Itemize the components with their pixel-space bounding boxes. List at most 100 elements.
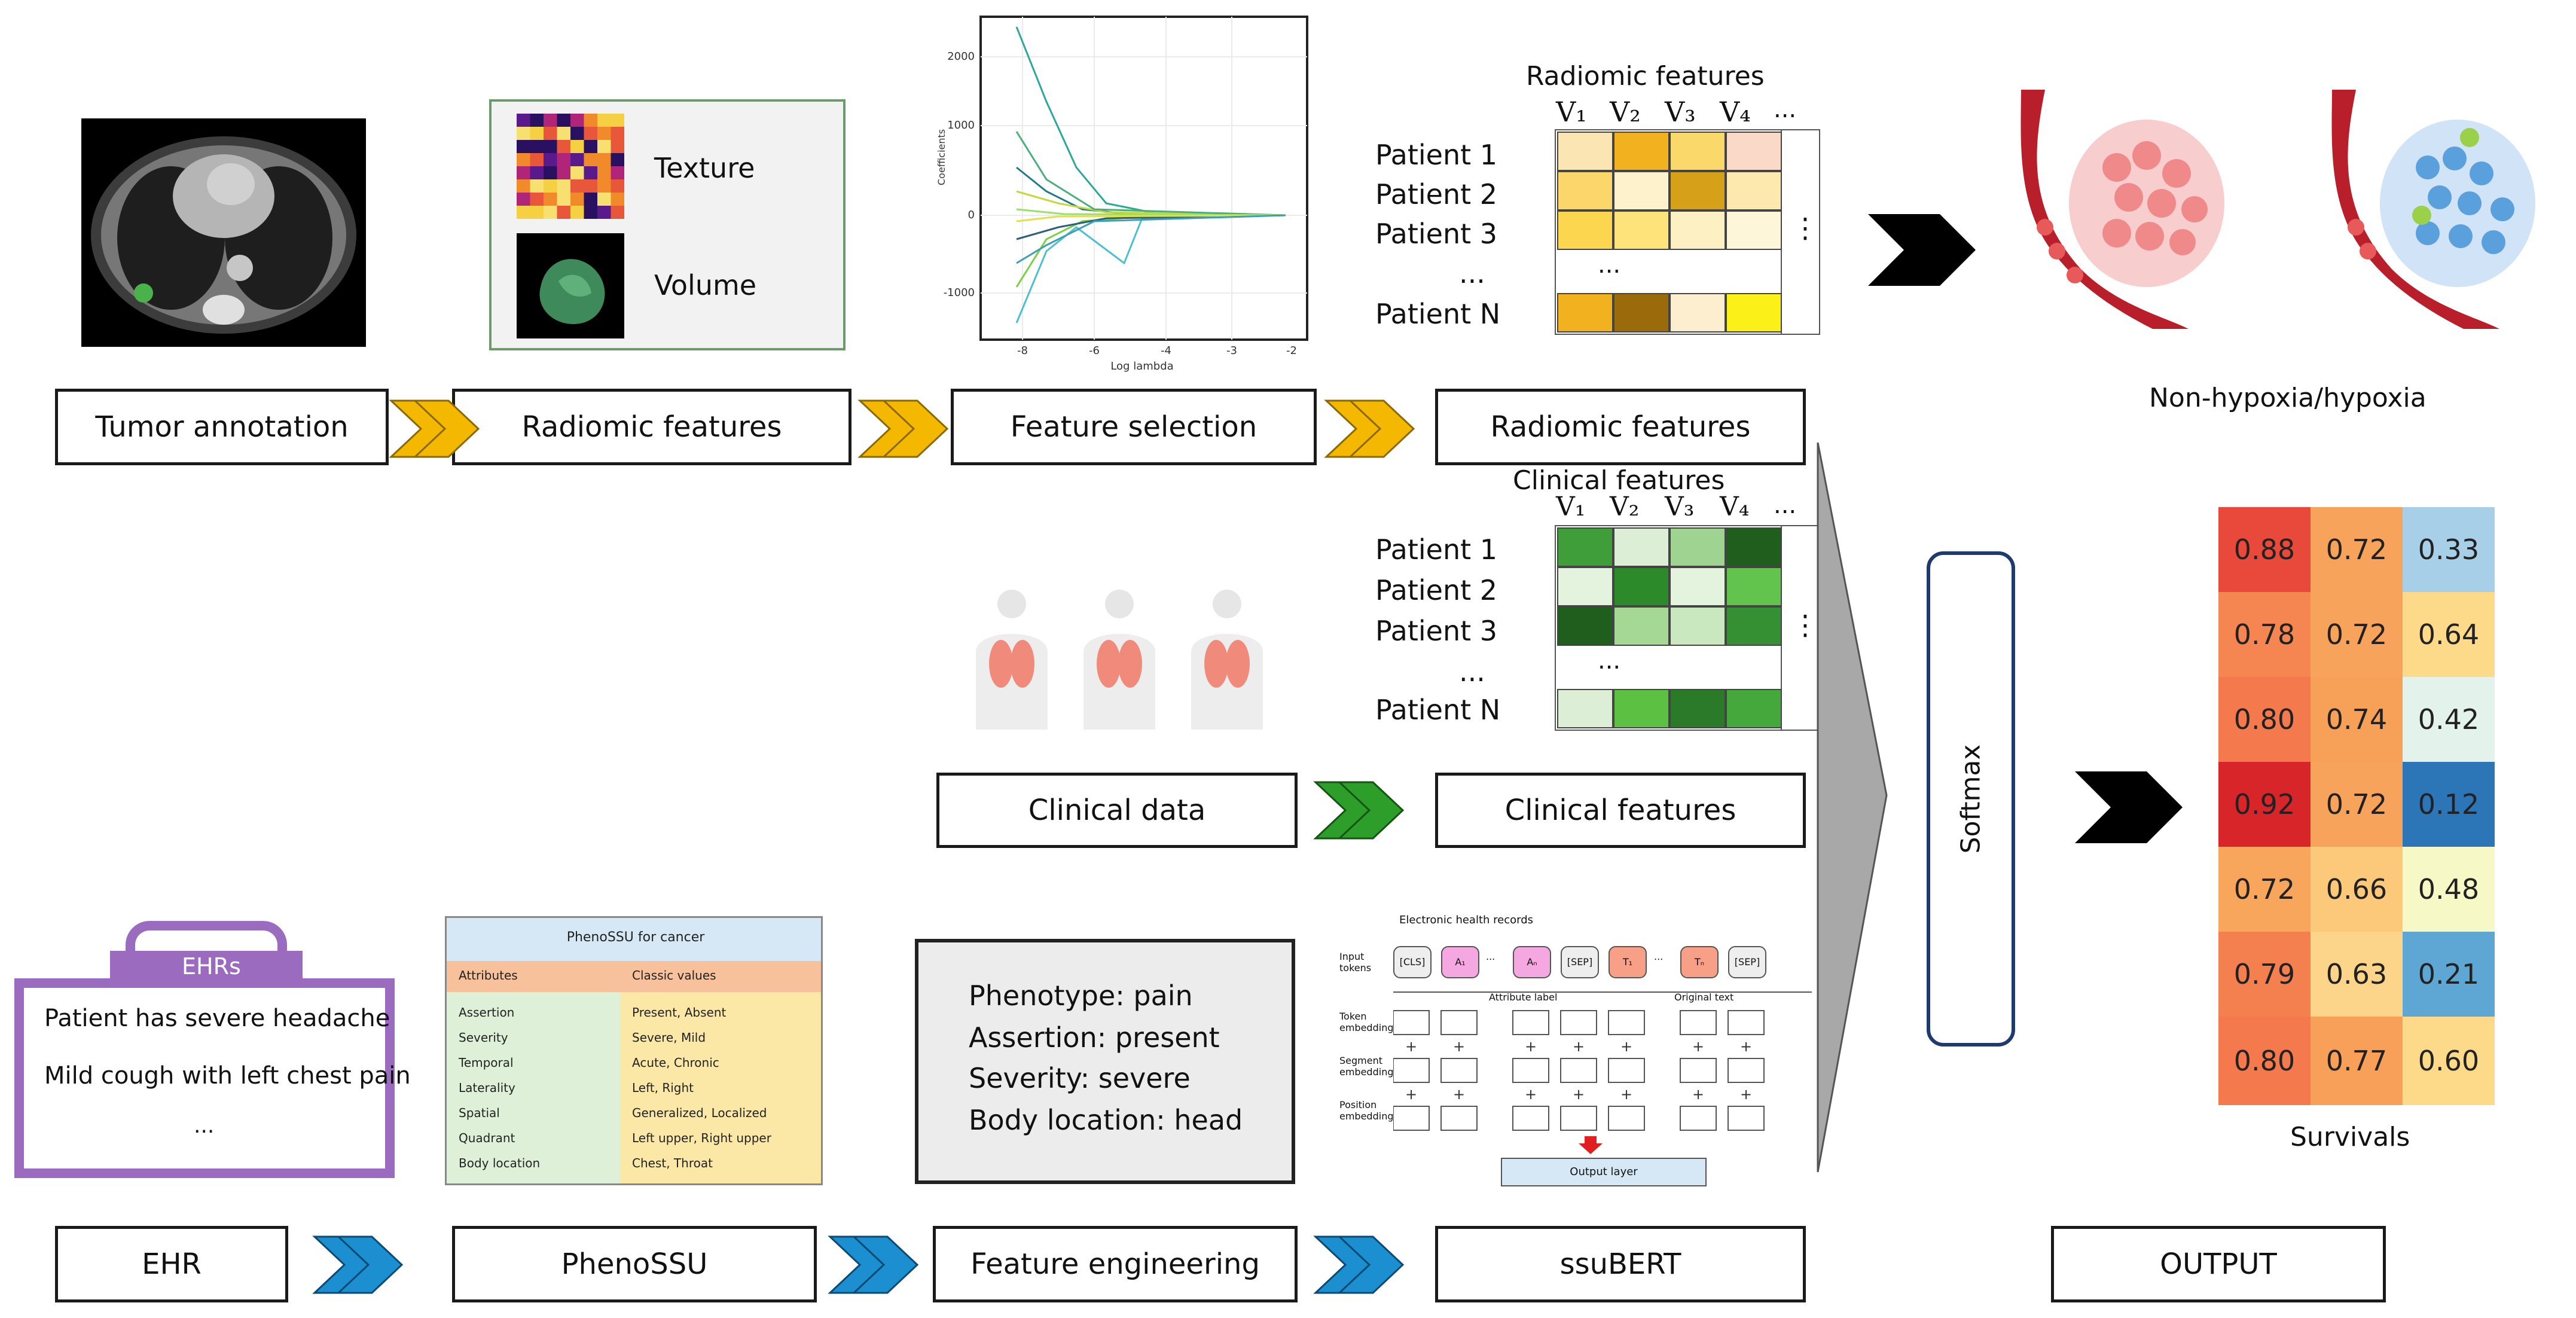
volume-render-image (517, 233, 624, 338)
phenossu-value: Acute, Chronic (632, 1055, 719, 1070)
svg-text:+: + (1620, 1038, 1632, 1055)
hypoxia-label: Non-hypoxia/hypoxia (2149, 383, 2427, 413)
texture-tile (544, 179, 557, 193)
heatmap-cell: 0.72 (2311, 507, 2403, 592)
clinical-hdots: ... (1598, 647, 1621, 675)
black-arrow-bottom (2075, 771, 2183, 843)
phenossu-attr: Body location (459, 1156, 541, 1170)
phenotype-feature-box: Phenotype: pain Assertion: present Sever… (915, 939, 1295, 1184)
heatmap-cell: 0.72 (2311, 592, 2403, 677)
matrix-cell (1726, 527, 1782, 567)
phenossu-value: Present, Absent (632, 1005, 727, 1020)
clinical-col-v2: V₂ (1610, 492, 1640, 522)
svg-text:+: + (1692, 1038, 1704, 1055)
bert-token: Tₙ (1680, 946, 1719, 978)
texture-tile (584, 193, 597, 206)
matrix-cell (1669, 689, 1726, 728)
matrix-cell (1669, 132, 1726, 171)
bert-token: ... (1654, 951, 1664, 962)
svg-text:+: + (1573, 1038, 1585, 1055)
lasso-xtick: -3 (1226, 344, 1237, 357)
texture-tile (544, 166, 557, 179)
bert-position-emb-label: Position embeddings (1339, 1099, 1399, 1122)
heatmap-cell: 0.80 (2218, 677, 2311, 762)
texture-tile (570, 127, 584, 140)
phenossu-step: PhenoSSU (452, 1226, 817, 1302)
bert-attr-label: Attribute label (1489, 991, 1558, 1003)
bert-embedding-grid: +++++++ +++++++ (1393, 1010, 1765, 1131)
clinical-col-v4: V₄ (1720, 492, 1750, 522)
lasso-ytick: 0 (968, 209, 975, 221)
yellow-arrow (389, 399, 480, 458)
bert-title: Electronic health records (1399, 914, 1534, 926)
texture-tile (597, 166, 611, 179)
radiomic-matrix-header: V₁ V₂ V₃ V₄ ... (1551, 96, 1796, 132)
ehr-title: EHRs (182, 953, 241, 980)
assertion-line: Assertion: present (969, 1021, 1220, 1054)
feature-selection-step: Feature selection (951, 389, 1317, 465)
phenossu-attr: Temporal (459, 1055, 514, 1070)
phenossu-value: Left upper, Right upper (632, 1131, 771, 1145)
bert-orig-text: Original text (1674, 991, 1734, 1003)
matrix-cell (1557, 567, 1613, 606)
bert-token: [SEP] (1728, 946, 1766, 978)
texture-tile (597, 140, 611, 153)
heatmap-cell: 0.48 (2403, 847, 2495, 932)
matrix-cell (1726, 132, 1782, 171)
texture-tile (611, 127, 624, 140)
bert-token-emb-label: Token embeddings (1339, 1011, 1399, 1033)
clinical-col-v3: V₃ (1665, 492, 1695, 522)
bert-segment-emb-label: Segment embeddings (1339, 1055, 1399, 1078)
clinical-row-label: Patient N (1375, 694, 1501, 726)
texture-tile (584, 166, 597, 179)
phenossu-value: Chest, Throat (632, 1156, 713, 1170)
clinical-matrix-title: Clinical features (1513, 465, 1725, 496)
radiomic-col-v1: V₁ (1556, 96, 1587, 128)
phenossu-left-col (447, 992, 620, 1183)
texture-tile (530, 166, 544, 179)
radiomic-features-output-step: Radiomic features (1435, 389, 1806, 465)
texture-tile (611, 153, 624, 166)
green-arrow (1313, 781, 1405, 840)
texture-tile (584, 140, 597, 153)
texture-tile (530, 114, 544, 127)
lasso-xtick: -2 (1286, 344, 1297, 357)
phenotype-line: Phenotype: pain (969, 980, 1193, 1012)
bert-output-layer: Output layer (1501, 1158, 1707, 1186)
matrix-cell (1557, 132, 1613, 171)
texture-tile (557, 166, 570, 179)
texture-tile (611, 206, 624, 219)
texture-tile (544, 206, 557, 219)
bert-token: A₁ (1441, 946, 1479, 978)
svg-text:+: + (1453, 1086, 1465, 1103)
svg-text:+: + (1692, 1086, 1704, 1103)
clinical-data-step: Clinical data (936, 773, 1298, 848)
matrix-cell (1669, 527, 1726, 567)
radiomic-col-v4: V₄ (1720, 96, 1751, 128)
bert-token: [CLS] (1393, 946, 1432, 978)
matrix-cell (1557, 606, 1613, 646)
heatmap-cell: 0.60 (2403, 1017, 2495, 1105)
yellow-arrow (857, 399, 949, 458)
texture-tile (570, 206, 584, 219)
volume-label: Volume (654, 269, 757, 301)
matrix-cell (1557, 171, 1613, 210)
clinical-row-label: ... (1459, 655, 1485, 688)
matrix-cell (1726, 210, 1782, 250)
ehr-clip-bar (110, 951, 303, 981)
svg-text:+: + (1405, 1086, 1417, 1103)
texture-tile (584, 179, 597, 193)
phenossu-attr: Laterality (459, 1081, 515, 1095)
clinical-row-label: Patient 3 (1375, 615, 1498, 647)
matrix-cell (1669, 210, 1726, 250)
radiomic-vdots: ⋮ (1791, 212, 1819, 244)
ehr-board (14, 978, 395, 1178)
phenossu-head-left: Attributes (459, 968, 518, 983)
lasso-ytick: 1000 (947, 119, 975, 132)
texture-tile (570, 153, 584, 166)
radiomic-matrix-title: Radiomic features (1526, 61, 1765, 91)
ehr-line-1: Patient has severe headache (44, 1005, 390, 1032)
phenossu-value: Severe, Mild (632, 1030, 706, 1045)
texture-tile (544, 140, 557, 153)
lasso-ytick: 2000 (947, 50, 975, 63)
